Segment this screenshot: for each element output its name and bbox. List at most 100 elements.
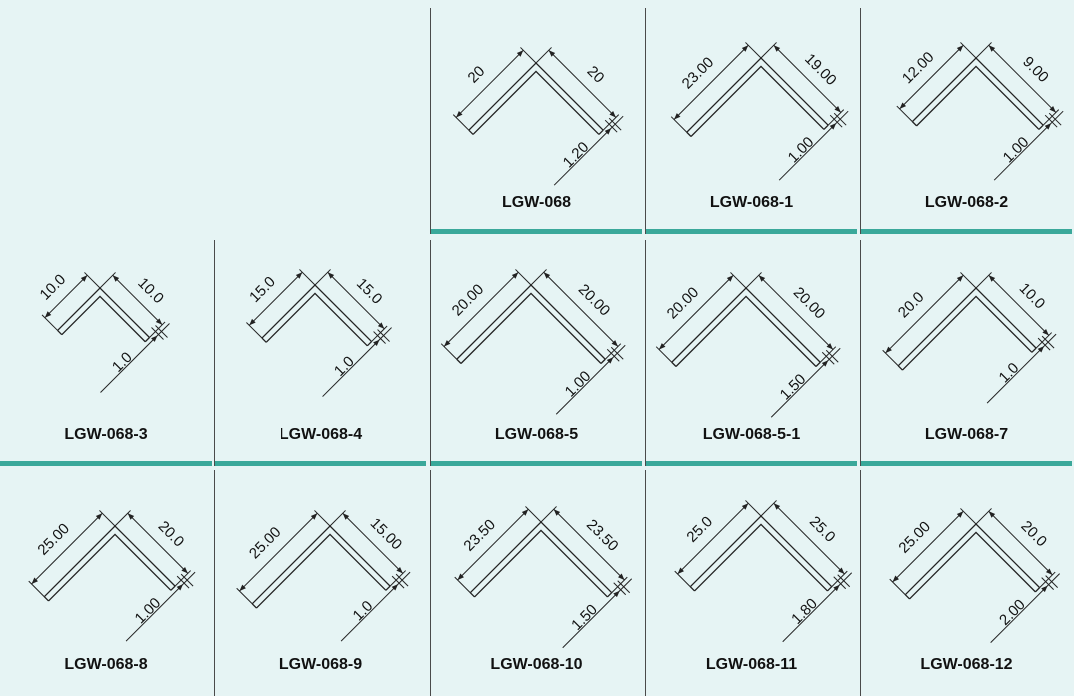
profile-code-label: LGW-068-5 bbox=[494, 426, 579, 443]
extension-line bbox=[960, 272, 977, 289]
thickness-tick bbox=[829, 114, 843, 128]
dimension-arrow bbox=[548, 50, 556, 57]
thickness-dimension-label: 2.00 bbox=[996, 596, 1029, 629]
thickness-arrow bbox=[391, 584, 399, 591]
profile-code-label: LGW-068-7 bbox=[924, 426, 1009, 443]
profile-inner-edge bbox=[460, 292, 602, 364]
dimension-arrow bbox=[1049, 106, 1056, 113]
extension-line bbox=[730, 272, 747, 289]
profile-end-cap bbox=[897, 365, 903, 371]
dimension-line bbox=[658, 274, 734, 350]
dimension-arrow bbox=[741, 503, 749, 510]
dimension-arrow bbox=[31, 577, 38, 584]
dimension-arrow bbox=[956, 45, 964, 52]
profile-outer-edge bbox=[468, 62, 604, 131]
dimension-arrow bbox=[80, 275, 88, 282]
extension-line bbox=[246, 322, 263, 339]
dimension-arrow bbox=[1045, 568, 1053, 575]
leg-a-dimension-label: 20.00 bbox=[664, 284, 703, 323]
dimension-line bbox=[548, 49, 617, 118]
extension-line bbox=[960, 42, 977, 59]
thickness-leader bbox=[770, 347, 841, 418]
dimension-arrow bbox=[1042, 328, 1049, 336]
dimension-arrow bbox=[543, 272, 551, 279]
profile-inner-edge bbox=[902, 295, 1033, 371]
dimension-arrow bbox=[741, 45, 749, 52]
dimension-line bbox=[899, 44, 964, 110]
thickness-arrow bbox=[833, 584, 840, 592]
extension-line bbox=[1039, 571, 1056, 588]
dimension-arrow bbox=[521, 509, 529, 516]
dimension-arrow bbox=[773, 503, 781, 510]
profile-inner-edge bbox=[690, 65, 825, 137]
extension-line bbox=[99, 510, 116, 527]
thickness-tick bbox=[373, 331, 386, 344]
profile-end-cap bbox=[144, 337, 150, 343]
dimension-line bbox=[248, 271, 303, 326]
extension-line bbox=[520, 47, 537, 64]
dimension-arrow bbox=[239, 584, 246, 592]
profile-inner-edge bbox=[675, 295, 817, 367]
dimension-line bbox=[455, 49, 524, 118]
dimension-arrow bbox=[95, 513, 103, 520]
profile-inner-edge bbox=[61, 295, 146, 343]
profile-code-label: LGW-068-1 bbox=[709, 194, 794, 211]
extension-line bbox=[314, 510, 331, 527]
dimension-arrow bbox=[295, 272, 303, 279]
thickness-dimension-label: 1.50 bbox=[568, 601, 601, 634]
leg-a-dimension-label: 23.00 bbox=[679, 54, 718, 93]
dimension-arrow bbox=[396, 566, 403, 574]
thickness-tick bbox=[176, 575, 190, 589]
dimension-arrow bbox=[773, 45, 781, 52]
dimension-arrow bbox=[892, 575, 899, 582]
dimension-line bbox=[543, 271, 619, 347]
dimension-arrow bbox=[511, 272, 519, 279]
thickness-tick bbox=[606, 348, 620, 362]
profile-code-label: LGW-068 bbox=[501, 194, 572, 211]
extension-line bbox=[535, 47, 552, 64]
thickness-dimension-label: 1.0 bbox=[109, 349, 136, 376]
leg-b-dimension-label: 23.50 bbox=[583, 516, 622, 555]
profile-end-cap bbox=[57, 329, 63, 336]
profile-end-cap bbox=[600, 358, 606, 364]
dimension-arrow bbox=[44, 311, 52, 318]
thickness-arrow bbox=[1044, 123, 1052, 130]
extension-line bbox=[329, 510, 346, 527]
profile-end-cap bbox=[469, 592, 475, 598]
profile-code-label: LGW-068-2 bbox=[924, 194, 1009, 211]
dimension-arrow bbox=[611, 340, 618, 347]
profile-end-cap bbox=[170, 585, 176, 591]
thickness-leader bbox=[125, 571, 196, 642]
extension-line bbox=[975, 508, 992, 525]
extension-line bbox=[452, 114, 470, 131]
profile-end-cap bbox=[261, 337, 267, 343]
dimension-arrow bbox=[377, 322, 385, 329]
dimension-arrow bbox=[899, 102, 907, 109]
extension-line bbox=[371, 325, 388, 342]
thickness-leader bbox=[986, 333, 1057, 404]
thickness-tick bbox=[613, 582, 627, 596]
extension-line bbox=[236, 587, 253, 605]
thickness-arrow bbox=[829, 123, 837, 130]
leg-a-dimension-label: 25.00 bbox=[246, 524, 285, 563]
profile-end-cap bbox=[1031, 347, 1037, 353]
thickness-arrow bbox=[606, 357, 614, 364]
dimension-arrow bbox=[988, 45, 996, 52]
dimension-arrow bbox=[988, 275, 996, 282]
extension-line bbox=[889, 578, 906, 596]
profile-code-label: LGW-068-12 bbox=[920, 656, 1013, 673]
thickness-tick bbox=[821, 351, 835, 365]
dimension-arrow bbox=[956, 511, 964, 518]
thickness-tick bbox=[833, 576, 847, 590]
extension-line bbox=[745, 500, 762, 517]
extension-line bbox=[41, 314, 58, 331]
dimension-line bbox=[988, 274, 1050, 336]
profile-end-cap bbox=[1034, 587, 1041, 593]
thickness-dimension-label: 1.0 bbox=[996, 360, 1023, 387]
dimension-arrow bbox=[181, 566, 188, 574]
